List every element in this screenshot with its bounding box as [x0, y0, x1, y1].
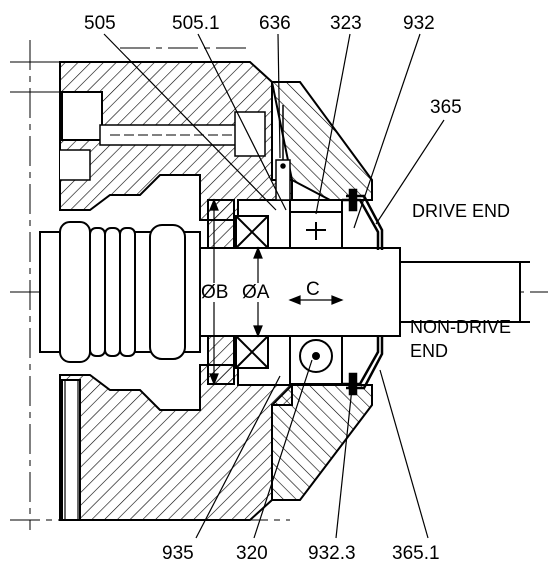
non-drive-end-label-2: END	[410, 341, 449, 361]
ball-320	[299, 339, 333, 373]
callout-636: 636	[259, 13, 291, 34]
end-cover	[342, 188, 384, 396]
callout-505-1: 505.1	[172, 13, 220, 34]
callout-505: 505	[84, 13, 116, 34]
dimension-a-label: ØA	[242, 282, 270, 303]
non-drive-end-label-1: NON-DRIVE	[410, 317, 512, 337]
dimension-b-label: ØB	[201, 282, 229, 303]
leader-lines	[103, 33, 445, 539]
shaft-sleeve	[39, 221, 201, 363]
callout-365: 365	[430, 97, 462, 118]
bearing-inner	[235, 215, 269, 369]
dimension-c-label: C	[306, 279, 320, 300]
plug-636	[275, 105, 291, 201]
callout-320: 320	[236, 543, 268, 564]
drive-end-label: DRIVE END	[412, 201, 511, 221]
casing-lower	[59, 364, 373, 521]
callout-932: 932	[403, 13, 435, 34]
callout-935: 935	[162, 543, 194, 564]
callout-932-3: 932.3	[308, 543, 356, 564]
casing-upper	[59, 61, 373, 221]
callout-365-1: 365.1	[392, 543, 440, 564]
callout-323: 323	[330, 13, 362, 34]
dimension-lines	[209, 198, 344, 386]
